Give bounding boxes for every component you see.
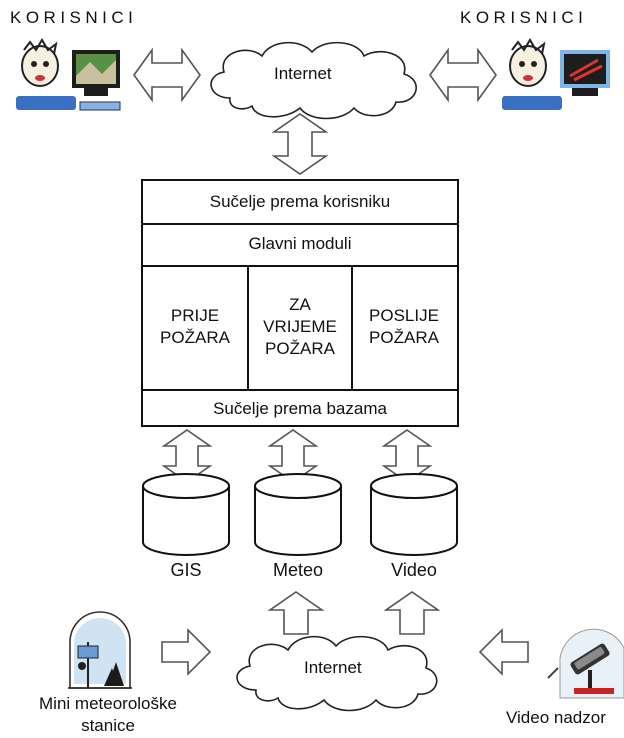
db-interface-layer: Sučelje prema bazama	[143, 389, 457, 427]
cloud-icon	[210, 41, 417, 120]
module-during-fire: ZA VRIJEME POŽARA	[247, 265, 353, 389]
database-cylinder-icon	[142, 473, 230, 556]
video-surveillance-label: Video nadzor	[506, 708, 606, 727]
internet-label-top: Internet	[274, 64, 332, 83]
module-before-fire: PRIJE POŽARA	[143, 265, 247, 389]
module-after-fire-line1: POSLIJE	[369, 306, 439, 325]
system-architecture-box: Sučelje prema korisniku Glavni moduli PR…	[141, 179, 459, 427]
module-during-fire-line1: ZA	[289, 295, 311, 314]
module-during-fire-line2: VRIJEME	[263, 317, 337, 336]
database-cylinder-icon	[254, 473, 342, 556]
module-after-fire: POSLIJE POŽARA	[351, 265, 457, 389]
user-interface-label: Sučelje prema korisniku	[209, 192, 391, 211]
double-arrow-icon	[429, 47, 497, 103]
module-before-fire-line1: PRIJE	[170, 306, 220, 325]
stations-label-line1: Mini meteorološke	[39, 694, 177, 713]
right-arrow-icon	[161, 628, 212, 676]
module-during-fire-line3: POŽARA	[265, 339, 335, 358]
database-label-video: Video	[391, 560, 437, 580]
database-cylinder-icon	[370, 473, 458, 556]
users-label-left: KORISNICI	[10, 8, 138, 27]
user-interface-layer: Sučelje prema korisniku	[143, 181, 457, 225]
cloud-icon	[236, 635, 438, 712]
weather-station-icon	[68, 611, 132, 689]
surveillance-camera-icon	[547, 628, 624, 699]
module-after-fire-line2: POŽARA	[369, 328, 439, 347]
main-modules-label: Glavni moduli	[248, 234, 352, 253]
users-label-right: KORISNICI	[460, 8, 588, 27]
database-label-gis: GIS	[170, 560, 202, 580]
user-at-computer-icon	[16, 38, 121, 111]
left-arrow-icon	[478, 628, 529, 676]
internet-label-bottom: Internet	[304, 658, 362, 677]
up-arrow-icon	[267, 591, 325, 635]
database-label-meteo: Meteo	[272, 560, 324, 580]
db-interface-label: Sučelje prema bazama	[213, 399, 387, 418]
module-before-fire-line2: POŽARA	[160, 328, 230, 347]
double-arrow-icon	[271, 113, 329, 175]
double-arrow-icon	[133, 47, 201, 103]
main-modules-layer: Glavni moduli	[143, 223, 457, 267]
up-arrow-icon	[383, 591, 441, 635]
user-at-computer-icon	[502, 38, 610, 110]
stations-label-line2: stanice	[81, 716, 135, 735]
